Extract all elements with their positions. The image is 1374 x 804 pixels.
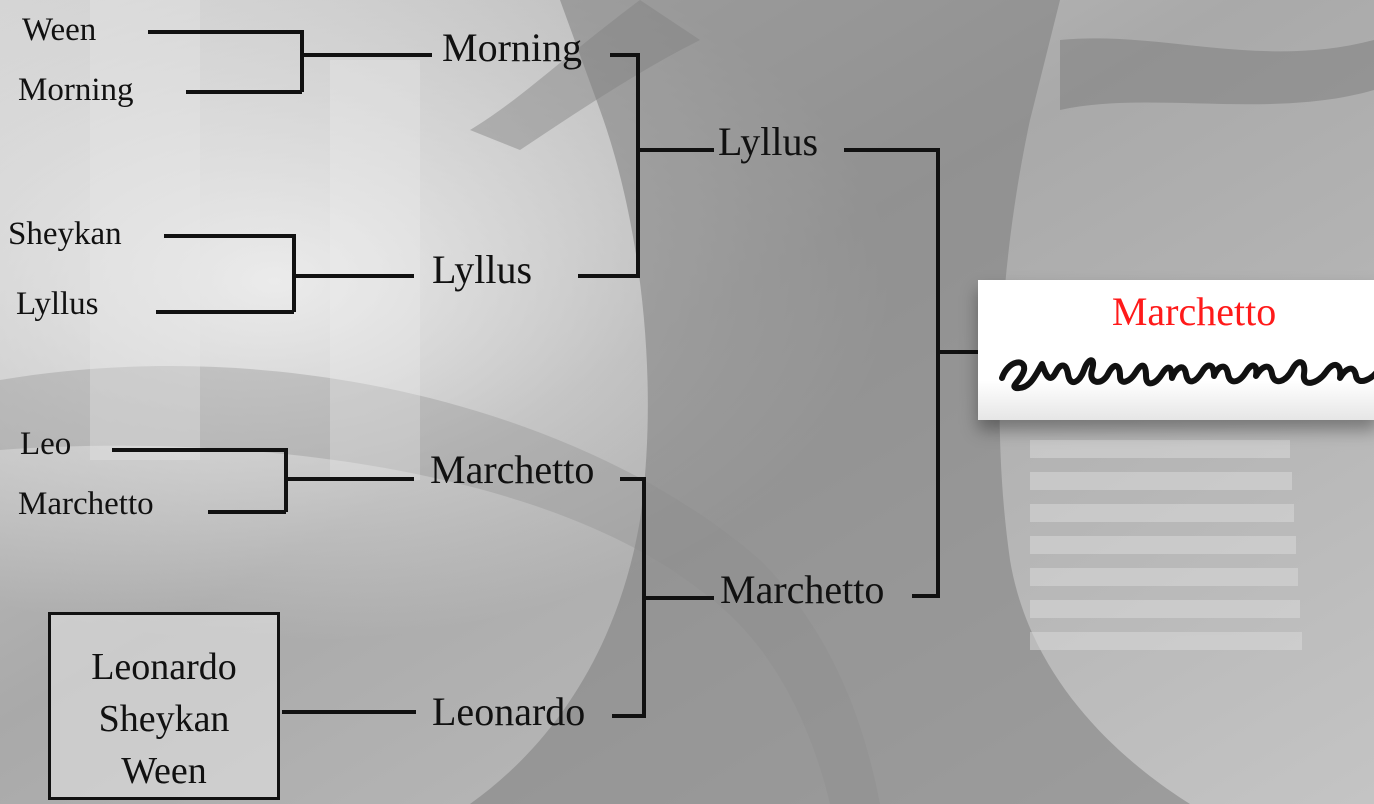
bye-group-box: Leonardo Sheykan Ween [48,612,280,800]
winner-name: Marchetto [978,288,1374,335]
connector-morning-r2 [578,55,638,276]
bye-leonardo: Leonardo [51,641,277,693]
r3-lyllus: Lyllus [718,122,818,162]
bye-sheykan: Sheykan [51,693,277,745]
r2-leonardo: Leonardo [432,692,585,732]
connector-ween [148,32,302,92]
connector-final [844,150,938,596]
r2-marchetto: Marchetto [430,450,594,490]
bye-ween: Ween [51,745,277,797]
r2-morning: Morning [442,28,582,68]
winner-signature [996,334,1374,394]
r1-morning: Morning [18,74,134,107]
r1-lyllus: Lyllus [16,288,99,321]
r1-sheykan: Sheykan [8,218,122,251]
r2-lyllus: Lyllus [432,250,532,290]
r1-ween: Ween [22,14,96,47]
connector-marchetto-r2 [612,479,644,716]
connector-sheykan [164,236,294,312]
r1-marchetto: Marchetto [18,488,154,521]
r3-marchetto: Marchetto [720,570,884,610]
winner-box: Marchetto [978,280,1374,420]
r1-leo: Leo [20,428,71,461]
